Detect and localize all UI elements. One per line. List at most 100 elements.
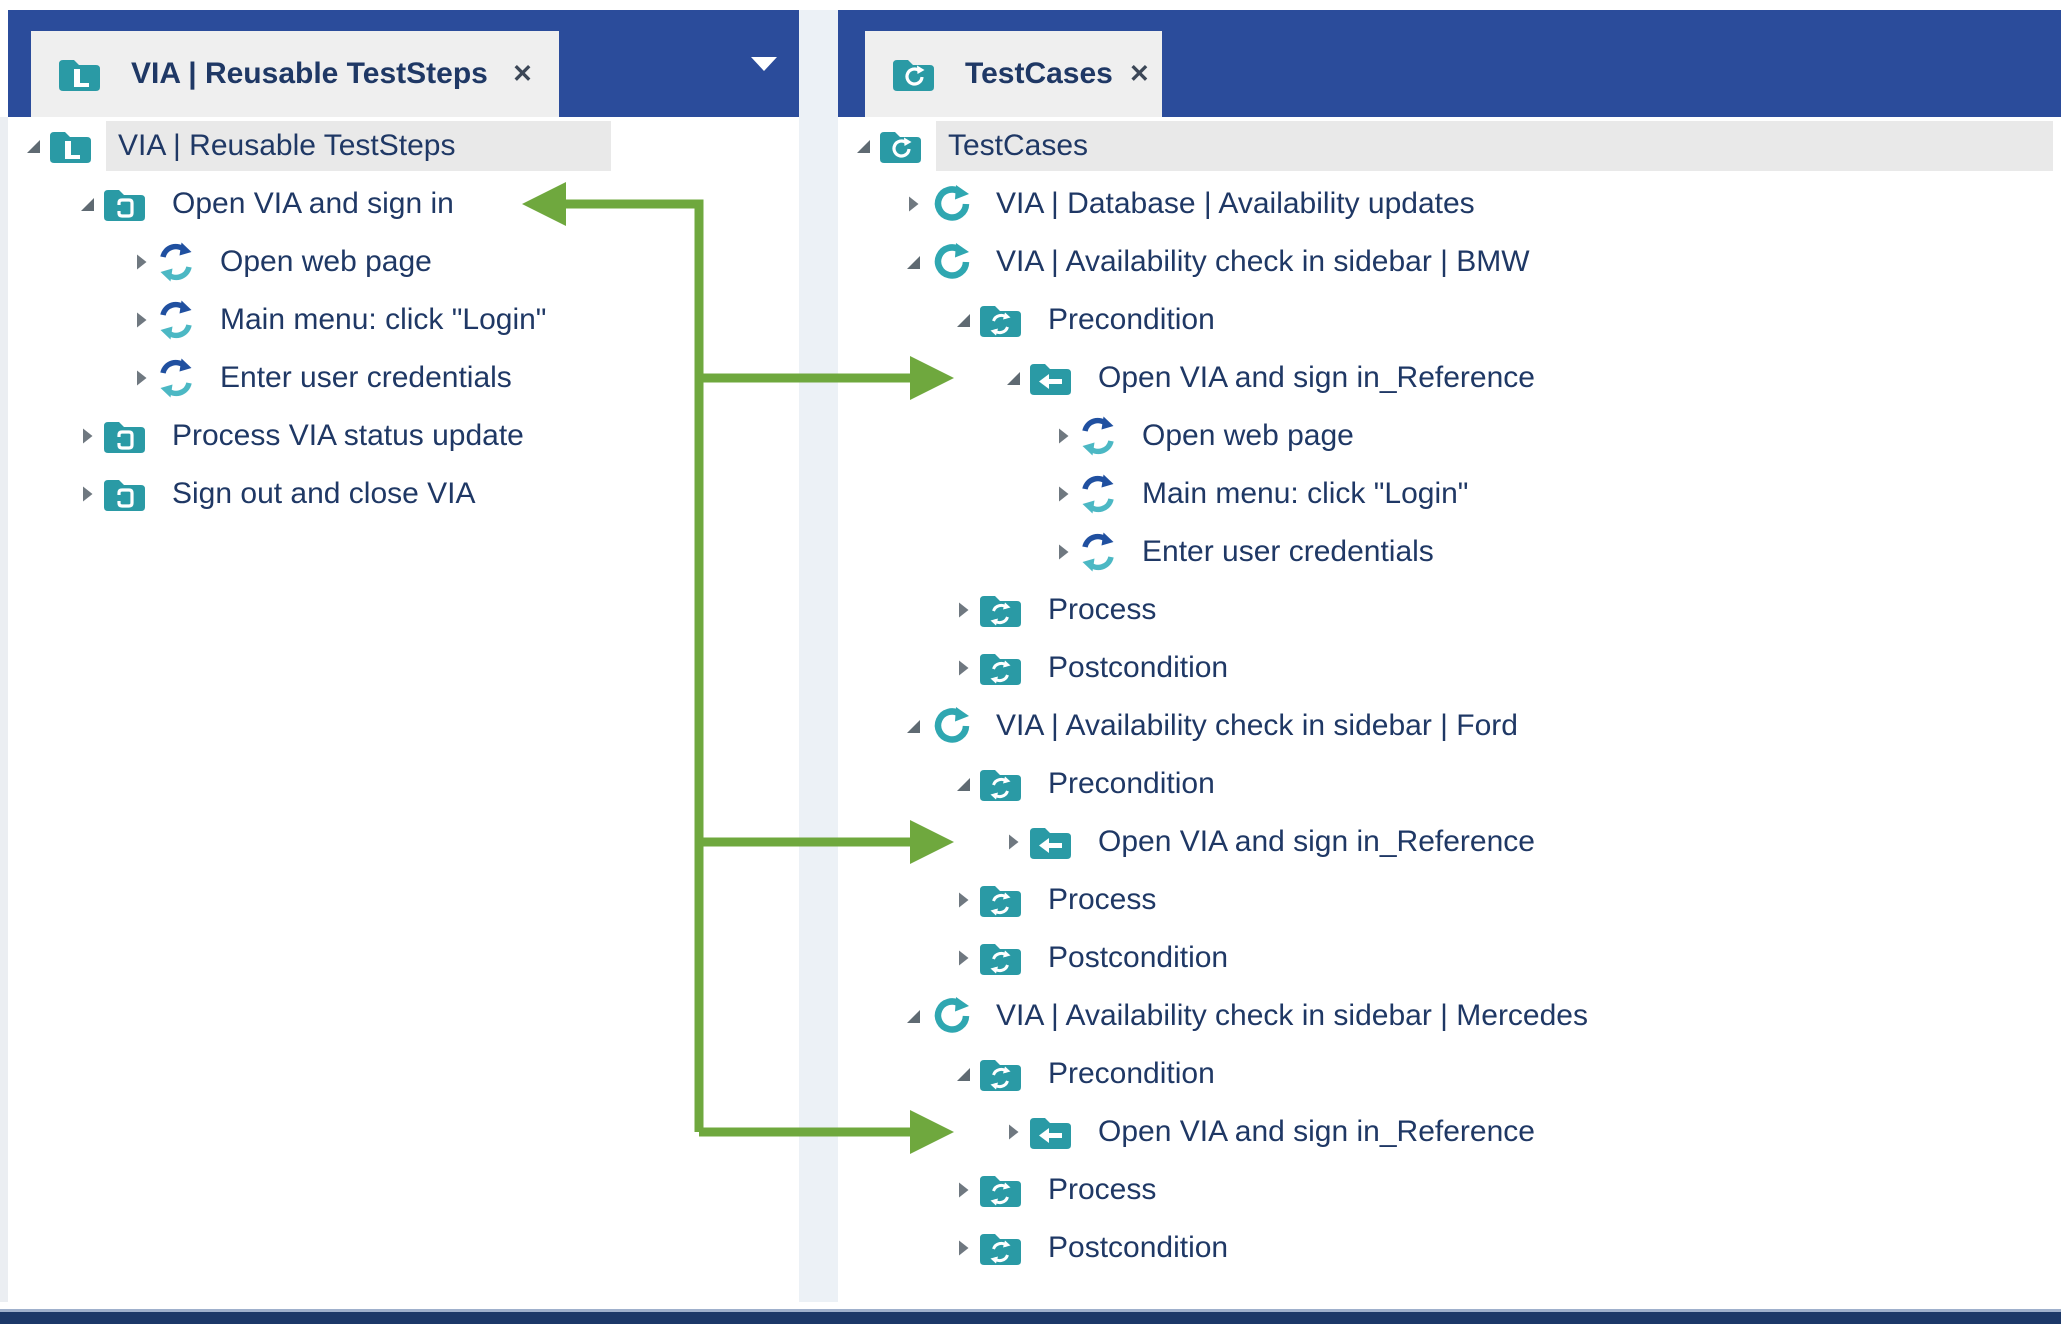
tree-item[interactable]: Open web page <box>8 233 799 291</box>
tree-item[interactable]: VIA | Availability check in sidebar | BM… <box>838 233 2061 291</box>
tree-item[interactable]: Postcondition <box>838 639 2061 697</box>
tree-item[interactable]: VIA | Availability check in sidebar | Me… <box>838 987 2061 1045</box>
expand-toggle-icon[interactable] <box>76 485 98 503</box>
tab-reusable-teststeps[interactable]: VIA | Reusable TestSteps ✕ <box>31 31 559 117</box>
expand-toggle-icon[interactable] <box>1002 833 1024 851</box>
testcase-icon <box>928 704 972 748</box>
tree-item[interactable]: TestCases <box>838 117 2061 175</box>
tree-item-label: VIA | Database | Availability updates <box>996 187 1475 220</box>
tree-item-body: Main menu: click "Login" <box>156 295 799 345</box>
left-scroll-gutter <box>0 117 8 1302</box>
tree-item[interactable]: Main menu: click "Login" <box>838 465 2061 523</box>
refresh-folder-icon <box>978 764 1024 804</box>
reusable-folder-icon <box>102 184 148 224</box>
collapse-toggle-icon[interactable] <box>902 717 924 735</box>
tree-item-label: VIA | Availability check in sidebar | BM… <box>996 245 1530 278</box>
expand-toggle-icon[interactable] <box>952 1181 974 1199</box>
tree-item-label: Postcondition <box>1048 651 1229 684</box>
collapse-toggle-icon[interactable] <box>1002 369 1024 387</box>
tree-item-label: Main menu: click "Login" <box>220 303 547 336</box>
expand-toggle-icon[interactable] <box>952 659 974 677</box>
tree-item[interactable]: Precondition <box>838 1045 2061 1103</box>
close-tab-icon[interactable]: ✕ <box>1128 59 1150 88</box>
teststep-icon <box>1078 471 1118 517</box>
collapse-toggle-icon[interactable] <box>852 137 874 155</box>
expand-toggle-icon[interactable] <box>130 253 152 271</box>
expand-toggle-icon[interactable] <box>952 891 974 909</box>
collapse-toggle-icon[interactable] <box>902 253 924 271</box>
tree-item-body: VIA | Availability check in sidebar | Me… <box>928 991 2061 1041</box>
tree-item[interactable]: Process <box>838 871 2061 929</box>
reference-folder-icon <box>1028 358 1074 398</box>
collapse-toggle-icon[interactable] <box>952 1065 974 1083</box>
expand-toggle-icon[interactable] <box>952 1239 974 1257</box>
tree-item[interactable]: VIA | Reusable TestSteps <box>8 117 799 175</box>
expand-toggle-icon[interactable] <box>130 311 152 329</box>
expand-toggle-icon[interactable] <box>1002 1123 1024 1141</box>
tree-item[interactable]: Process <box>838 1161 2061 1219</box>
tree-item[interactable]: Open VIA and sign in_Reference <box>838 349 2061 407</box>
tree-item[interactable]: Process <box>838 581 2061 639</box>
expand-toggle-icon[interactable] <box>76 427 98 445</box>
tree-item[interactable]: Precondition <box>838 291 2061 349</box>
tree-item-label: Sign out and close VIA <box>172 477 476 510</box>
tree-item-label: Open web page <box>1142 419 1354 452</box>
tree-item-body: VIA | Database | Availability updates <box>928 179 2061 229</box>
reusable-folder-icon <box>102 416 148 456</box>
testcases-folder-icon <box>878 126 924 166</box>
tree-item-body: VIA | Availability check in sidebar | BM… <box>928 237 2061 287</box>
expand-toggle-icon[interactable] <box>130 369 152 387</box>
reference-folder-icon <box>1028 822 1074 862</box>
expand-toggle-icon[interactable] <box>952 949 974 967</box>
tree-item-label: Enter user credentials <box>1142 535 1434 568</box>
refresh-folder-icon <box>978 1170 1024 1210</box>
chevron-down-icon[interactable] <box>751 57 777 71</box>
tree-item[interactable]: Open VIA and sign in_Reference <box>838 813 2061 871</box>
tree-item[interactable]: Process VIA status update <box>8 407 799 465</box>
tree-item[interactable]: Open VIA and sign in_Reference <box>838 1103 2061 1161</box>
collapse-toggle-icon[interactable] <box>22 137 44 155</box>
expand-toggle-icon[interactable] <box>1052 485 1074 503</box>
expand-toggle-icon[interactable] <box>1052 427 1074 445</box>
teststep-icon <box>156 297 196 343</box>
tree-item[interactable]: VIA | Database | Availability updates <box>838 175 2061 233</box>
tree-item-label: Open web page <box>220 245 432 278</box>
tree-item-body: Main menu: click "Login" <box>1078 469 2061 519</box>
collapse-toggle-icon[interactable] <box>76 195 98 213</box>
tree-item-body: TestCases <box>878 121 2061 171</box>
tree-item[interactable]: Precondition <box>838 755 2061 813</box>
tree-item[interactable]: Postcondition <box>838 1219 2061 1277</box>
tab-label: TestCases <box>965 57 1113 90</box>
refresh-folder-icon <box>978 1054 1024 1094</box>
tree-item[interactable]: Postcondition <box>838 929 2061 987</box>
expand-toggle-icon[interactable] <box>902 195 924 213</box>
teststep-icon <box>1078 529 1118 575</box>
panel-divider[interactable] <box>799 10 838 1302</box>
close-tab-icon[interactable]: ✕ <box>512 59 533 88</box>
tab-testcases[interactable]: TestCases ✕ <box>865 31 1162 117</box>
tree-item-body: Postcondition <box>978 1223 2061 1273</box>
teststep-icon <box>156 355 196 401</box>
left-panel-header: VIA | Reusable TestSteps ✕ <box>8 10 799 117</box>
tree-item-label: Process <box>1048 1173 1157 1206</box>
expand-toggle-icon[interactable] <box>1052 543 1074 561</box>
collapse-toggle-icon[interactable] <box>902 1007 924 1025</box>
tree-item-body: Open VIA and sign in_Reference <box>1028 353 2061 403</box>
tree-item-label: Precondition <box>1048 767 1215 800</box>
tree-item[interactable]: VIA | Availability check in sidebar | Fo… <box>838 697 2061 755</box>
tree-item-body: Process <box>978 585 2061 635</box>
tree-item-label: TestCases <box>936 121 2053 171</box>
expand-toggle-icon[interactable] <box>952 601 974 619</box>
tree-item[interactable]: Enter user credentials <box>8 349 799 407</box>
tree-item-body: Open VIA and sign in_Reference <box>1028 817 2061 867</box>
tree-item-label: Process VIA status update <box>172 419 524 452</box>
tree-item[interactable]: Open web page <box>838 407 2061 465</box>
collapse-toggle-icon[interactable] <box>952 775 974 793</box>
collapse-toggle-icon[interactable] <box>952 311 974 329</box>
teststep-icon <box>156 239 196 285</box>
tree-item[interactable]: Open VIA and sign in <box>8 175 799 233</box>
testcase-icon <box>928 240 972 284</box>
tree-item[interactable]: Enter user credentials <box>838 523 2061 581</box>
tree-item[interactable]: Sign out and close VIA <box>8 465 799 523</box>
tree-item[interactable]: Main menu: click "Login" <box>8 291 799 349</box>
